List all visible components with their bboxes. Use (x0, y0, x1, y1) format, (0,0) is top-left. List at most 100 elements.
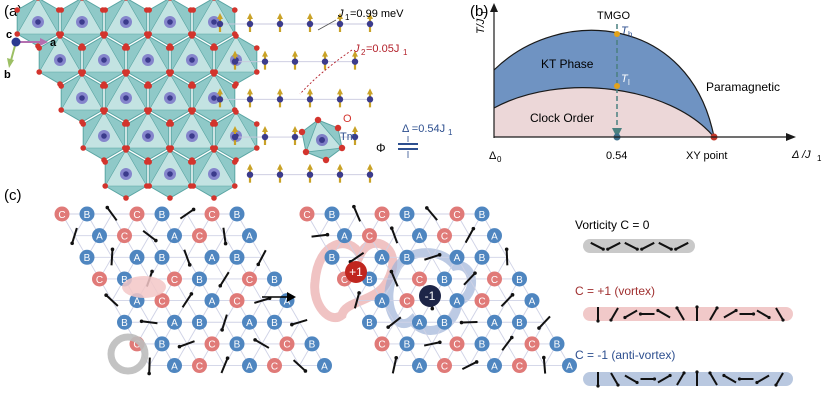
tm-site (366, 96, 374, 103)
oxygen-atom (231, 159, 238, 165)
site-letter: C (491, 275, 498, 286)
oxygen-atom (124, 121, 131, 127)
spin-arrow (391, 357, 398, 374)
th-label: T (621, 25, 629, 37)
site-c (512, 358, 527, 374)
j2-symbol: J (353, 43, 360, 55)
axis-c-label: c (6, 29, 12, 41)
site-b (362, 314, 377, 330)
delta-label: Δ =0.54J (402, 123, 445, 135)
site-letter: C (441, 231, 448, 242)
spin-arrow (461, 320, 478, 324)
j2-value-subscript: 1 (403, 48, 408, 57)
legend-spin (610, 307, 619, 321)
oxygen-atom (102, 159, 109, 165)
tm-site (246, 171, 254, 178)
site-c (192, 358, 207, 374)
spin-arrow (500, 294, 514, 308)
site-a (562, 358, 577, 374)
site-letter: C (403, 296, 410, 307)
atom-o-label: O (343, 113, 352, 125)
site-letter: C (133, 340, 140, 351)
legend-spin (756, 374, 770, 384)
site-letter: A (379, 296, 386, 307)
tick-delta0-subscript: 0 (497, 155, 502, 164)
site-letter: A (134, 296, 141, 307)
site-letter: A (491, 231, 498, 242)
site-letter: A (209, 253, 216, 264)
tm-site (336, 171, 344, 178)
spin-arrow (311, 233, 328, 238)
oxygen-atom (123, 71, 129, 77)
site-b (437, 271, 452, 287)
site-a (524, 293, 540, 309)
site-letter: B (159, 340, 166, 351)
loop-highlight-pink (122, 276, 166, 298)
oxygen-atom (80, 45, 87, 51)
oxygen-atom (212, 121, 219, 127)
site-c (117, 228, 132, 244)
site-b (399, 249, 415, 265)
spin-arrow (291, 318, 308, 326)
tm-site (216, 96, 224, 103)
phase-diagram: T/J 1 Δ /J 1 TMGO T h T l KT Phase Clock… (475, 3, 822, 164)
site-letter: B (196, 275, 203, 286)
spin-arrow (254, 297, 270, 304)
legend-spin (709, 307, 718, 321)
site-a (204, 293, 220, 309)
legend-spin (641, 241, 655, 251)
oxygen-atom (124, 0, 128, 1)
site-a (449, 249, 465, 265)
tl-subscript: l (628, 78, 630, 87)
site-b (154, 336, 170, 352)
j1-value: =0.99 meV (350, 8, 404, 20)
oxygen-atom (168, 0, 172, 1)
atom-tm-label: Tm (340, 131, 356, 143)
site-c (129, 206, 145, 222)
site-c (154, 293, 170, 309)
site-letter: C (96, 275, 103, 286)
oxygen-atom (190, 159, 197, 165)
oxygen-atom (58, 83, 65, 89)
site-letter: A (379, 253, 386, 264)
site-a (129, 249, 145, 265)
site-letter: C (303, 210, 310, 221)
tm-site (261, 58, 269, 65)
site-c (267, 358, 282, 374)
panel-label-b: (b) (470, 3, 488, 20)
tm-site (351, 133, 359, 141)
site-c (204, 336, 220, 352)
oxygen-atom (146, 183, 153, 189)
site-letter: B (84, 210, 91, 221)
site-c (362, 228, 377, 244)
site-letter: B (234, 340, 241, 351)
site-b (324, 206, 340, 222)
spin-arrow (181, 293, 193, 308)
legend-spin (775, 372, 784, 386)
axis-b-label: b (4, 69, 11, 81)
site-b (192, 314, 207, 330)
site-letter: A (209, 296, 216, 307)
legend-spin (624, 309, 638, 319)
site-a (167, 228, 182, 244)
vorticity-legend: Vorticity C = 0 C = +1 (vortex) C = -1 (… (575, 218, 793, 388)
tl-label: T (621, 73, 629, 85)
site-letter: A (321, 361, 328, 372)
oxygen-atom (146, 159, 153, 165)
site-b (154, 249, 170, 265)
oxygen-atom (190, 7, 197, 13)
site-a (242, 228, 257, 244)
site-letter: C (366, 231, 373, 242)
spin-arrow (179, 340, 195, 348)
site-letter: A (491, 361, 498, 372)
panel-label-c: (c) (4, 187, 22, 204)
spin-arrow (221, 314, 228, 331)
loop-highlight-gray (107, 333, 149, 375)
site-a (204, 249, 220, 265)
site-a (92, 228, 107, 244)
paramagnetic-label: Paramagnetic (706, 80, 780, 94)
oxygen-atom (57, 33, 63, 39)
legend-anti-vortex: C = -1 (anti-vortex) (575, 348, 675, 362)
